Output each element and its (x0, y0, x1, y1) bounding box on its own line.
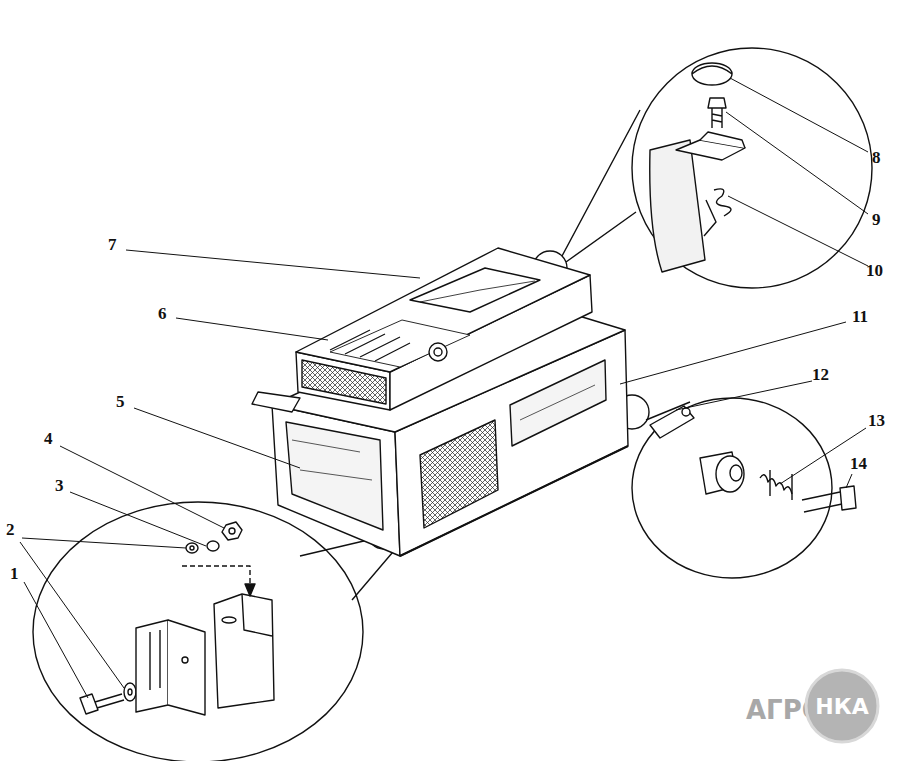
hood (296, 248, 592, 410)
callout-number: 1 (10, 565, 19, 582)
mount-parts (650, 406, 856, 512)
callout-number: 3 (55, 477, 64, 494)
callout-number: 13 (868, 412, 885, 429)
logo-circle: НКА (804, 668, 880, 744)
callout-number: 10 (866, 262, 883, 279)
callout-number: 2 (6, 521, 15, 538)
callout-number: 14 (850, 455, 867, 472)
detail-circle (33, 502, 363, 761)
cab-body (252, 295, 628, 556)
callout-number: 4 (44, 430, 53, 447)
latch-parts (650, 63, 745, 272)
logo-text: НКА (815, 694, 868, 719)
callout-number: 12 (812, 366, 829, 383)
detail-leader (562, 110, 640, 262)
detail-circle (632, 398, 832, 578)
callout-number: 11 (852, 308, 868, 325)
callout-number: 8 (872, 149, 881, 166)
callout-number: 6 (158, 305, 167, 322)
leader-line (20, 78, 868, 698)
callout-number: 9 (872, 211, 881, 228)
fastener-parts (80, 522, 274, 715)
callout-number: 7 (108, 236, 117, 253)
detail-circle (632, 48, 872, 288)
logo-disc (806, 670, 878, 742)
callout-number: 5 (116, 393, 125, 410)
